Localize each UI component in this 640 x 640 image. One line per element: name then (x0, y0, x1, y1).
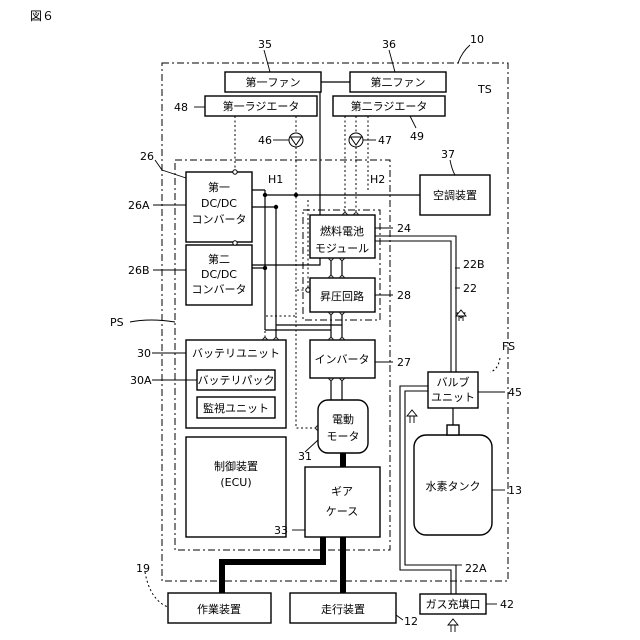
monitor-unit-label: 監視ユニット (203, 401, 269, 415)
inverter-label: インバータ (315, 353, 370, 366)
first-dcdc-line1: 第一 (208, 180, 230, 194)
ref-10: 10 (470, 33, 484, 46)
ref-22b: 22B (463, 258, 485, 271)
motor-line1: 電動 (332, 412, 354, 426)
ref-22: 22 (463, 282, 477, 295)
gear-case-box (305, 467, 380, 537)
pump-47-icon (349, 133, 363, 147)
ref-24: 24 (397, 222, 411, 235)
first-dcdc-line3: コンバータ (192, 213, 247, 226)
valve-unit-line1: バルブ (437, 375, 470, 389)
ref-22a: 22A (465, 562, 487, 575)
first-dcdc-line2: DC/DC (201, 197, 237, 210)
flow-arrow-up-icon (456, 310, 466, 321)
boost-to-inverter (331, 312, 342, 330)
flow-arrow-inlet-icon (448, 619, 458, 632)
ref-37: 37 (441, 148, 455, 161)
figure-label: 図６ (30, 9, 54, 23)
battery-pack-label: バッテリパック (198, 374, 275, 387)
label-h1: H1 (268, 173, 283, 186)
pipe-22b (375, 236, 456, 372)
ecu-line2: (ECU) (220, 476, 251, 489)
ref-30: 30 (137, 347, 151, 360)
label-h2: H2 (370, 173, 385, 186)
pump-46-icon (289, 133, 303, 147)
ref-13: 13 (508, 484, 522, 497)
motor-box (318, 400, 368, 453)
ref-fs: FS (502, 340, 515, 353)
ref-35: 35 (258, 38, 272, 51)
ref-48: 48 (174, 101, 188, 114)
ref-ps: PS (110, 316, 124, 329)
ref-46: 46 (258, 134, 272, 147)
inverter-feed (331, 325, 342, 340)
ref-ts: TS (477, 83, 492, 96)
ref-31: 31 (298, 450, 312, 463)
ref-33: 33 (274, 524, 288, 537)
coolant-to-battery (265, 290, 296, 340)
first-fan-label: 第一ファン (246, 75, 301, 89)
fuel-cell-line2: モジュール (315, 242, 369, 255)
hydrogen-tank-label: 水素タンク (426, 480, 481, 493)
ref-26: 26 (140, 150, 154, 163)
ref-27: 27 (397, 356, 411, 369)
ref-26a: 26A (128, 199, 150, 212)
gear-case-line2: ケース (326, 505, 358, 518)
inverter-to-motor (331, 378, 342, 400)
shaft-to-work-device (222, 537, 323, 593)
fuel-cell-line1: 燃料電池 (320, 224, 364, 238)
second-dcdc-line2: DC/DC (201, 268, 237, 281)
ref-28: 28 (397, 289, 411, 302)
ref-19: 19 (136, 562, 150, 575)
ref-49: 49 (410, 130, 424, 143)
travel-device-label: 走行装置 (321, 603, 365, 616)
ref-12: 12 (404, 615, 418, 628)
gear-case-line1: ギア (331, 485, 353, 498)
work-device-label: 作業装置 (197, 603, 241, 616)
fc-to-boost (331, 258, 342, 278)
flow-arrow-fill-icon (407, 410, 417, 423)
gas-fill-port-label: ガス充填口 (426, 597, 481, 611)
first-radiator-label: 第一ラジエータ (223, 99, 300, 113)
air-conditioner-label: 空調装置 (433, 188, 477, 202)
second-radiator-label: 第二ラジエータ (351, 99, 428, 113)
ref-36: 36 (382, 38, 396, 51)
ref-26b: 26B (128, 264, 150, 277)
ref-30a: 30A (130, 374, 152, 387)
ref-45: 45 (508, 386, 522, 399)
boost-circuit-label: 昇圧回路 (320, 290, 364, 303)
motor-line2: モータ (327, 430, 360, 443)
valve-unit-line2: ユニット (431, 391, 475, 404)
second-fan-label: 第二ファン (371, 75, 426, 89)
second-dcdc-line3: コンバータ (192, 283, 247, 296)
ref-47: 47 (378, 134, 392, 147)
ref-42: 42 (500, 598, 514, 611)
hydrogen-tank-neck (447, 425, 459, 435)
ecu-line1: 制御装置 (214, 459, 258, 473)
battery-unit-label: バッテリユニット (192, 347, 280, 360)
second-dcdc-line1: 第二 (208, 252, 230, 266)
